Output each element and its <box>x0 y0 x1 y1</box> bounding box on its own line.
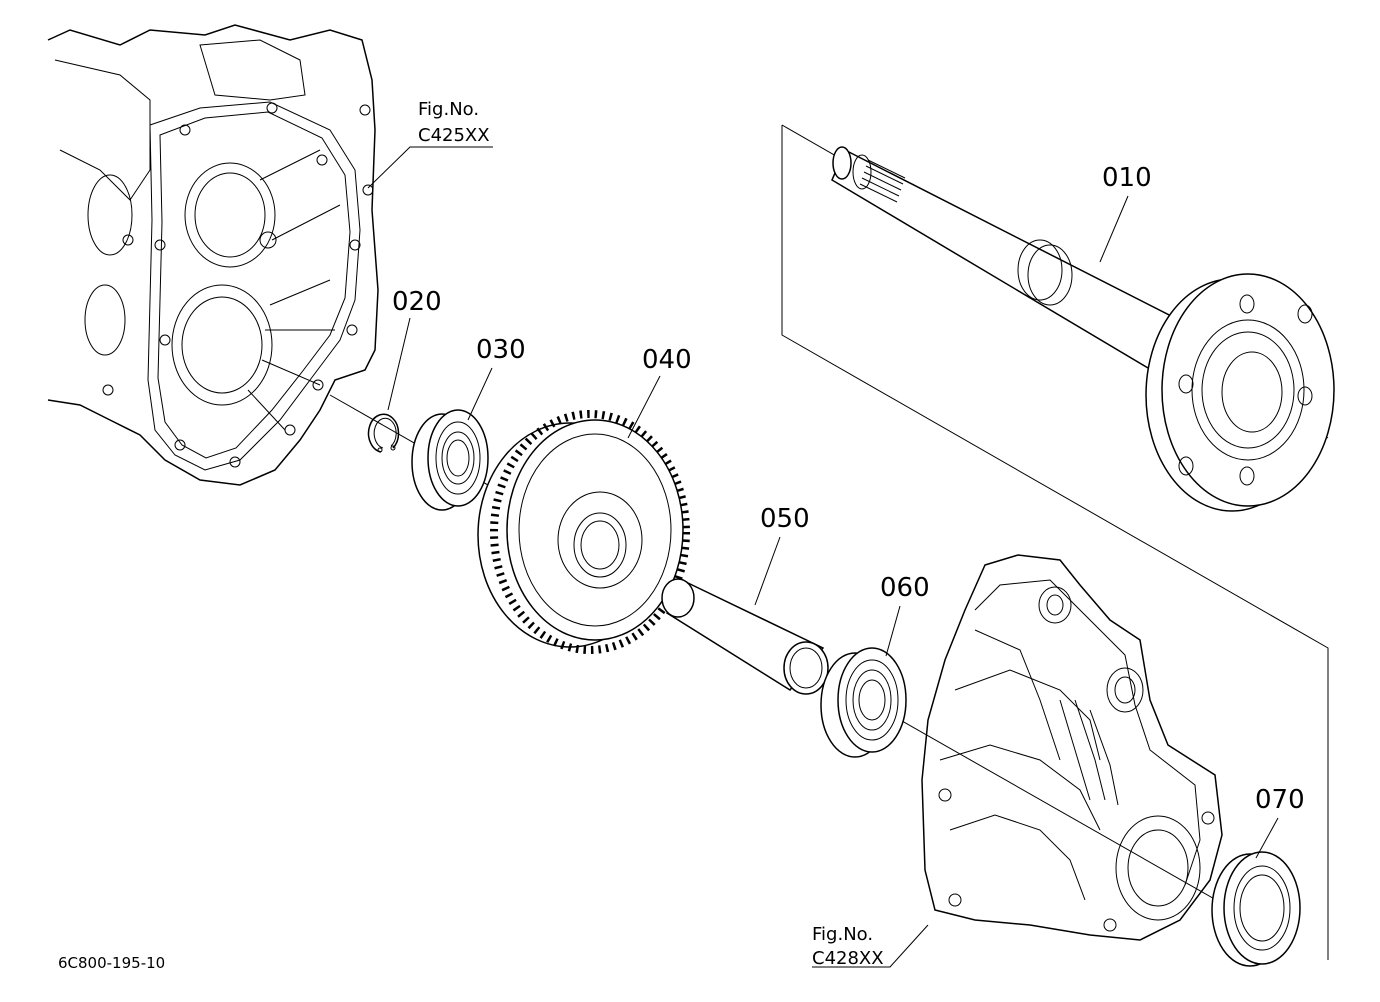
gear-teeth <box>490 410 690 654</box>
figure-reference-bottom: Fig.No. C428XX <box>812 924 884 969</box>
fig-ref-bottom-line1: Fig.No. <box>812 924 873 945</box>
shaft-splines <box>859 159 906 203</box>
ball-bearing-060 <box>820 647 907 758</box>
callout-060: 060 <box>880 573 930 603</box>
flange-bolt-holes <box>1178 294 1313 486</box>
figure-reference-top: Fig.No. C425XX <box>418 99 490 146</box>
leader-lines <box>367 146 1279 968</box>
callout-020: 020 <box>392 287 442 317</box>
ball-bearing-030 <box>411 409 489 511</box>
transmission-case-left <box>47 24 379 486</box>
drawing-code: 6C800-195-10 <box>58 954 165 972</box>
callout-050: 050 <box>760 504 810 534</box>
fig-ref-bottom-line2: C428XX <box>812 948 884 969</box>
oil-seal-070 <box>1211 851 1301 967</box>
sleeve-050 <box>661 578 829 695</box>
case-bolt-holes <box>102 102 374 468</box>
callout-070: 070 <box>1255 785 1305 815</box>
callout-030: 030 <box>476 335 526 365</box>
callout-040: 040 <box>642 345 692 375</box>
fig-ref-top-line1: Fig.No. <box>418 99 479 120</box>
callout-010: 010 <box>1102 163 1152 193</box>
transmission-case-right <box>921 554 1223 941</box>
fig-ref-top-line2: C425XX <box>418 125 490 146</box>
gear-040 <box>477 410 690 654</box>
flanged-shaft-010 <box>781 124 1335 960</box>
snap-ring-020 <box>367 413 400 453</box>
